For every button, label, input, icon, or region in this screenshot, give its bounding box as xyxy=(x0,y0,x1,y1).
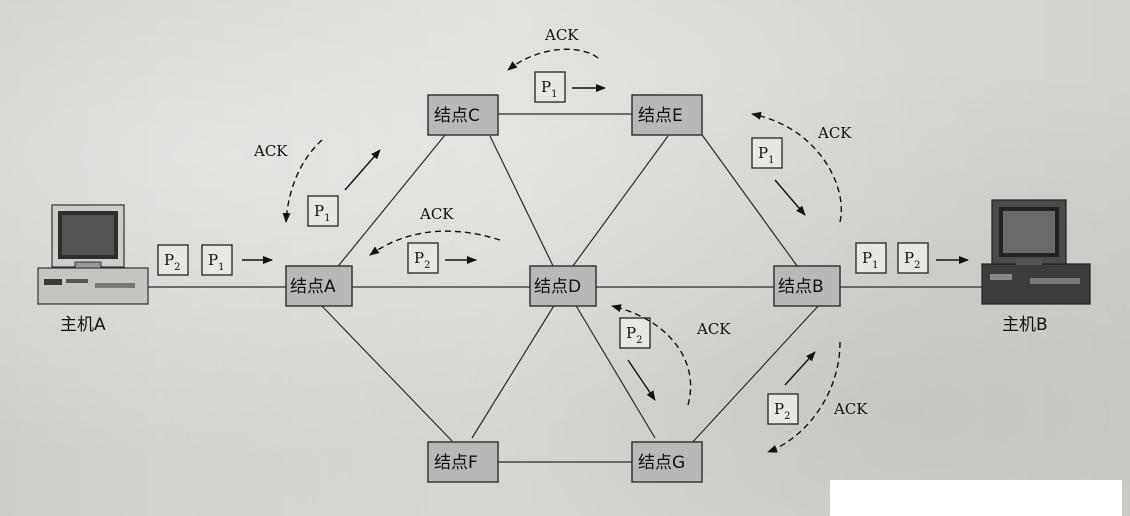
packet-p2-hostB: P2 xyxy=(897,242,929,274)
link-D-E xyxy=(569,135,669,271)
svg-text:P1: P1 xyxy=(541,78,557,100)
ack-label-C-A: ACK xyxy=(253,142,288,160)
arrow-E-B xyxy=(774,179,806,216)
link-C-D xyxy=(489,135,556,271)
ack-curve-B-E xyxy=(751,111,842,223)
node-g: 结点G xyxy=(631,441,703,483)
links xyxy=(148,113,982,463)
link-G-B xyxy=(689,303,821,446)
link-D-G xyxy=(574,303,656,439)
svg-text:P2: P2 xyxy=(774,400,790,422)
svg-text:P1: P1 xyxy=(862,249,878,271)
svg-text:P2: P2 xyxy=(164,251,180,273)
arrow-G-B xyxy=(784,351,816,386)
arrow-D-G xyxy=(627,359,656,401)
ack-label-E-C: ACK xyxy=(544,26,579,44)
arrow-A-C xyxy=(344,149,381,191)
white-patch xyxy=(830,480,1122,516)
host-a: 主机A xyxy=(37,204,149,335)
svg-text:P1: P1 xyxy=(758,144,774,166)
packet-p1-A-C: P1 xyxy=(307,195,339,227)
node-e: 结点E xyxy=(631,94,703,136)
svg-text:P2: P2 xyxy=(414,249,430,271)
node-f-label: 结点F xyxy=(434,453,478,473)
ack-label-B-E: ACK xyxy=(817,124,852,142)
packet-p2-G-B: P2 xyxy=(767,393,799,425)
svg-text:P2: P2 xyxy=(904,249,920,271)
ack-curve-D-A xyxy=(369,230,501,256)
link-D-F xyxy=(471,303,556,439)
svg-text:P2: P2 xyxy=(626,324,642,346)
packet-p1-C-E: P1 xyxy=(534,71,566,103)
host-b: 主机B xyxy=(981,199,1091,335)
node-b: 结点B xyxy=(773,265,841,307)
packet-p1-E-B: P1 xyxy=(751,137,783,169)
host-a-label: 主机A xyxy=(60,315,106,335)
packet-p2-A-D: P2 xyxy=(407,242,439,274)
ack-label-G-D: ACK xyxy=(696,320,731,338)
node-d: 结点D xyxy=(529,265,597,307)
node-a: 结点A xyxy=(285,265,353,307)
node-e-label: 结点E xyxy=(638,106,683,126)
node-g-label: 结点G xyxy=(638,453,685,473)
ack-curve-B-G xyxy=(767,341,841,453)
packet-p2-D-G: P2 xyxy=(619,317,651,349)
link-E-B xyxy=(699,131,801,271)
node-c: 结点C xyxy=(427,94,499,136)
packet-p1-hostB: P1 xyxy=(855,242,887,274)
ack-curve-C-A xyxy=(282,139,323,223)
node-c-label: 结点C xyxy=(434,106,480,126)
ack-label-D-A: ACK xyxy=(419,205,454,223)
ack-curve-G-D xyxy=(611,304,692,406)
node-f: 结点F xyxy=(427,441,499,483)
node-d-label: 结点D xyxy=(534,277,581,297)
packet-p2-hostA: P2 xyxy=(157,244,189,276)
svg-text:P1: P1 xyxy=(314,202,330,224)
ack-label-B-G: ACK xyxy=(833,400,868,418)
host-b-label: 主机B xyxy=(1002,315,1048,335)
link-A-C xyxy=(334,134,446,271)
ack-curve-E-C xyxy=(507,48,599,71)
packet-p1-hostA: P1 xyxy=(201,244,233,276)
node-a-label: 结点A xyxy=(290,277,336,297)
node-b-label: 结点B xyxy=(778,277,824,297)
svg-text:P1: P1 xyxy=(208,251,224,273)
link-A-F xyxy=(319,303,453,442)
